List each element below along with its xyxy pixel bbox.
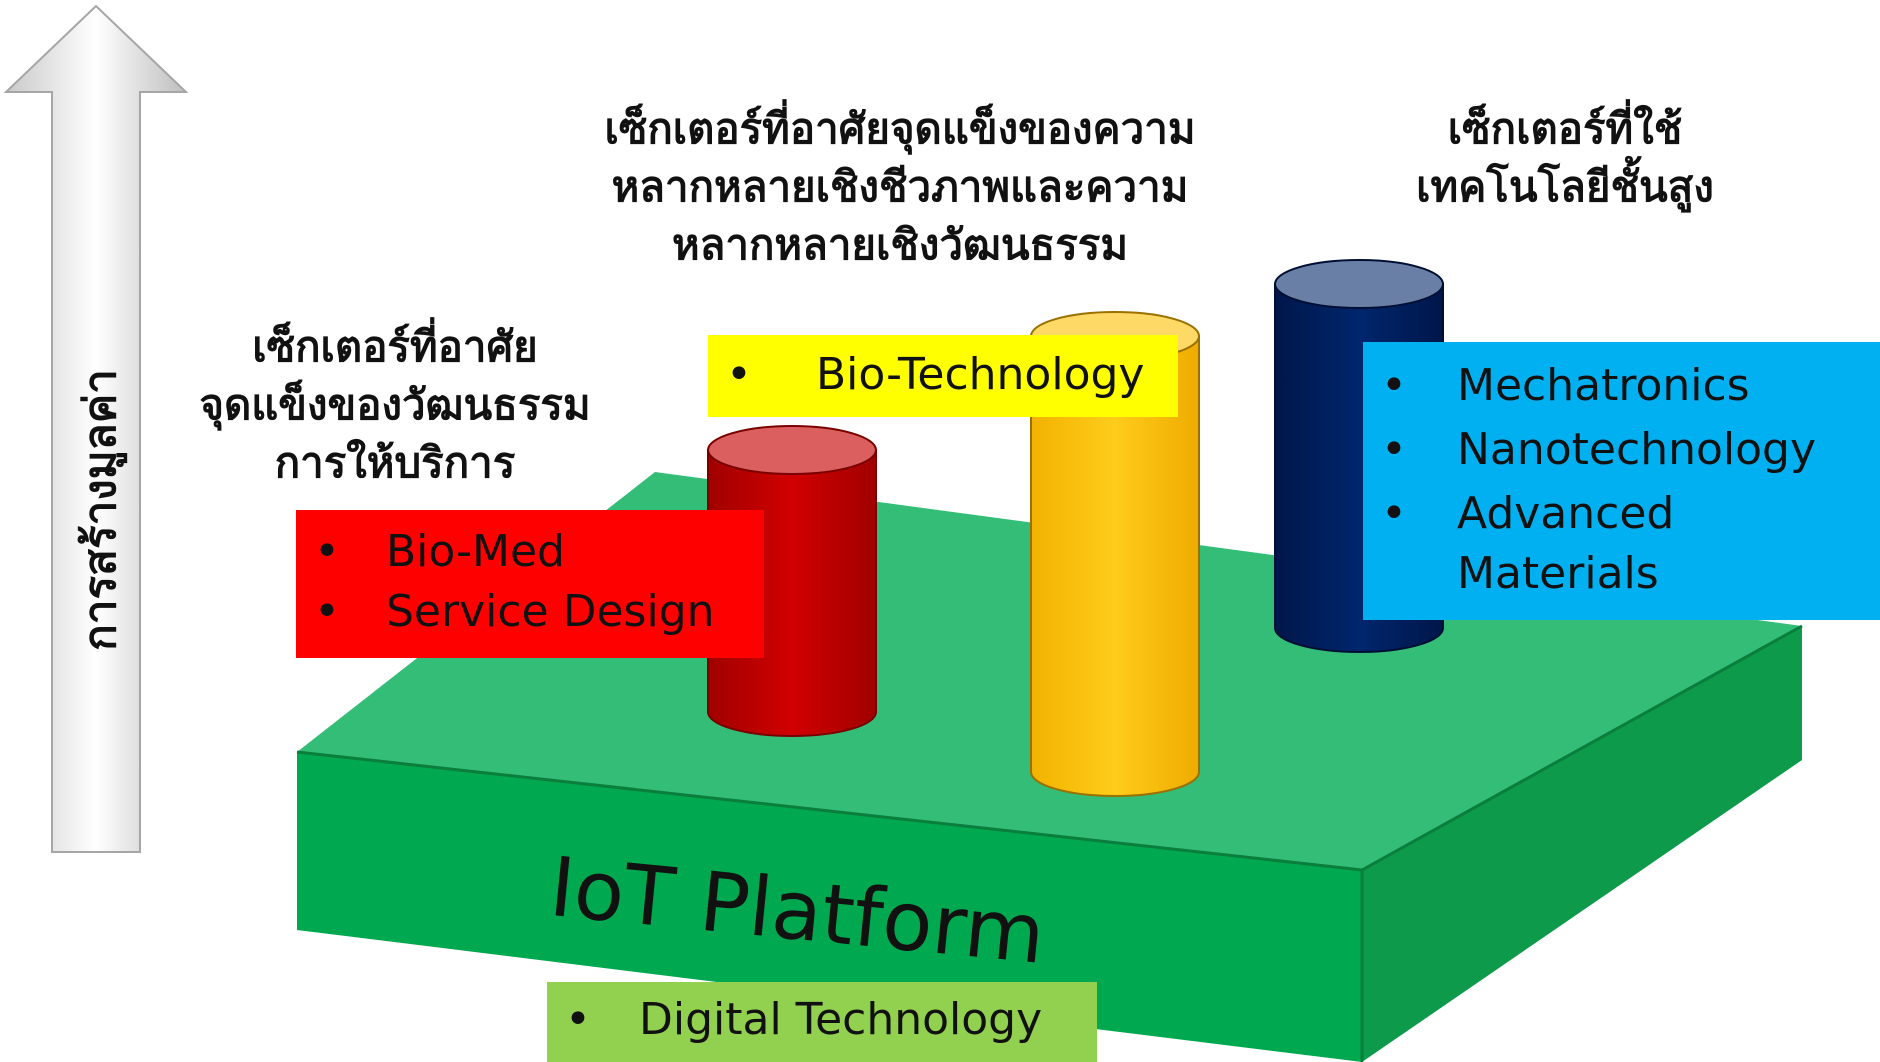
list-item: Service Design [296, 582, 764, 642]
list-item: Digital Technology [547, 990, 1097, 1050]
heading-culture-service: เซ็กเตอร์ที่อาศัย จุดแข็งของวัฒนธรรม การ… [199, 322, 591, 487]
value-arrow [3, 4, 189, 853]
heading-bio-cultural-diversity: เซ็กเตอร์ที่อาศัยจุดแข็งของความ หลากหลาย… [604, 104, 1196, 269]
box-red: Bio-Med Service Design [296, 510, 764, 658]
list-item: Mechatronics [1363, 356, 1880, 416]
list-item: Nanotechnology [1363, 420, 1880, 480]
list-item: Bio-Med [296, 522, 764, 582]
list-item: Advanced Materials [1363, 484, 1697, 604]
list-item: Bio-Technology [708, 345, 1178, 405]
platform-side [1362, 626, 1802, 1062]
box-yellow: Bio-Technology [708, 335, 1178, 417]
value-creation-label: การสร้างมูลค่า [75, 369, 126, 651]
box-green: Digital Technology [547, 982, 1097, 1062]
heading-high-tech: เซ็กเตอร์ที่ใช้ เทคโนโลยีชั้นสูง [1416, 104, 1714, 211]
box-blue: Mechatronics Nanotechnology Advanced Mat… [1363, 342, 1880, 620]
